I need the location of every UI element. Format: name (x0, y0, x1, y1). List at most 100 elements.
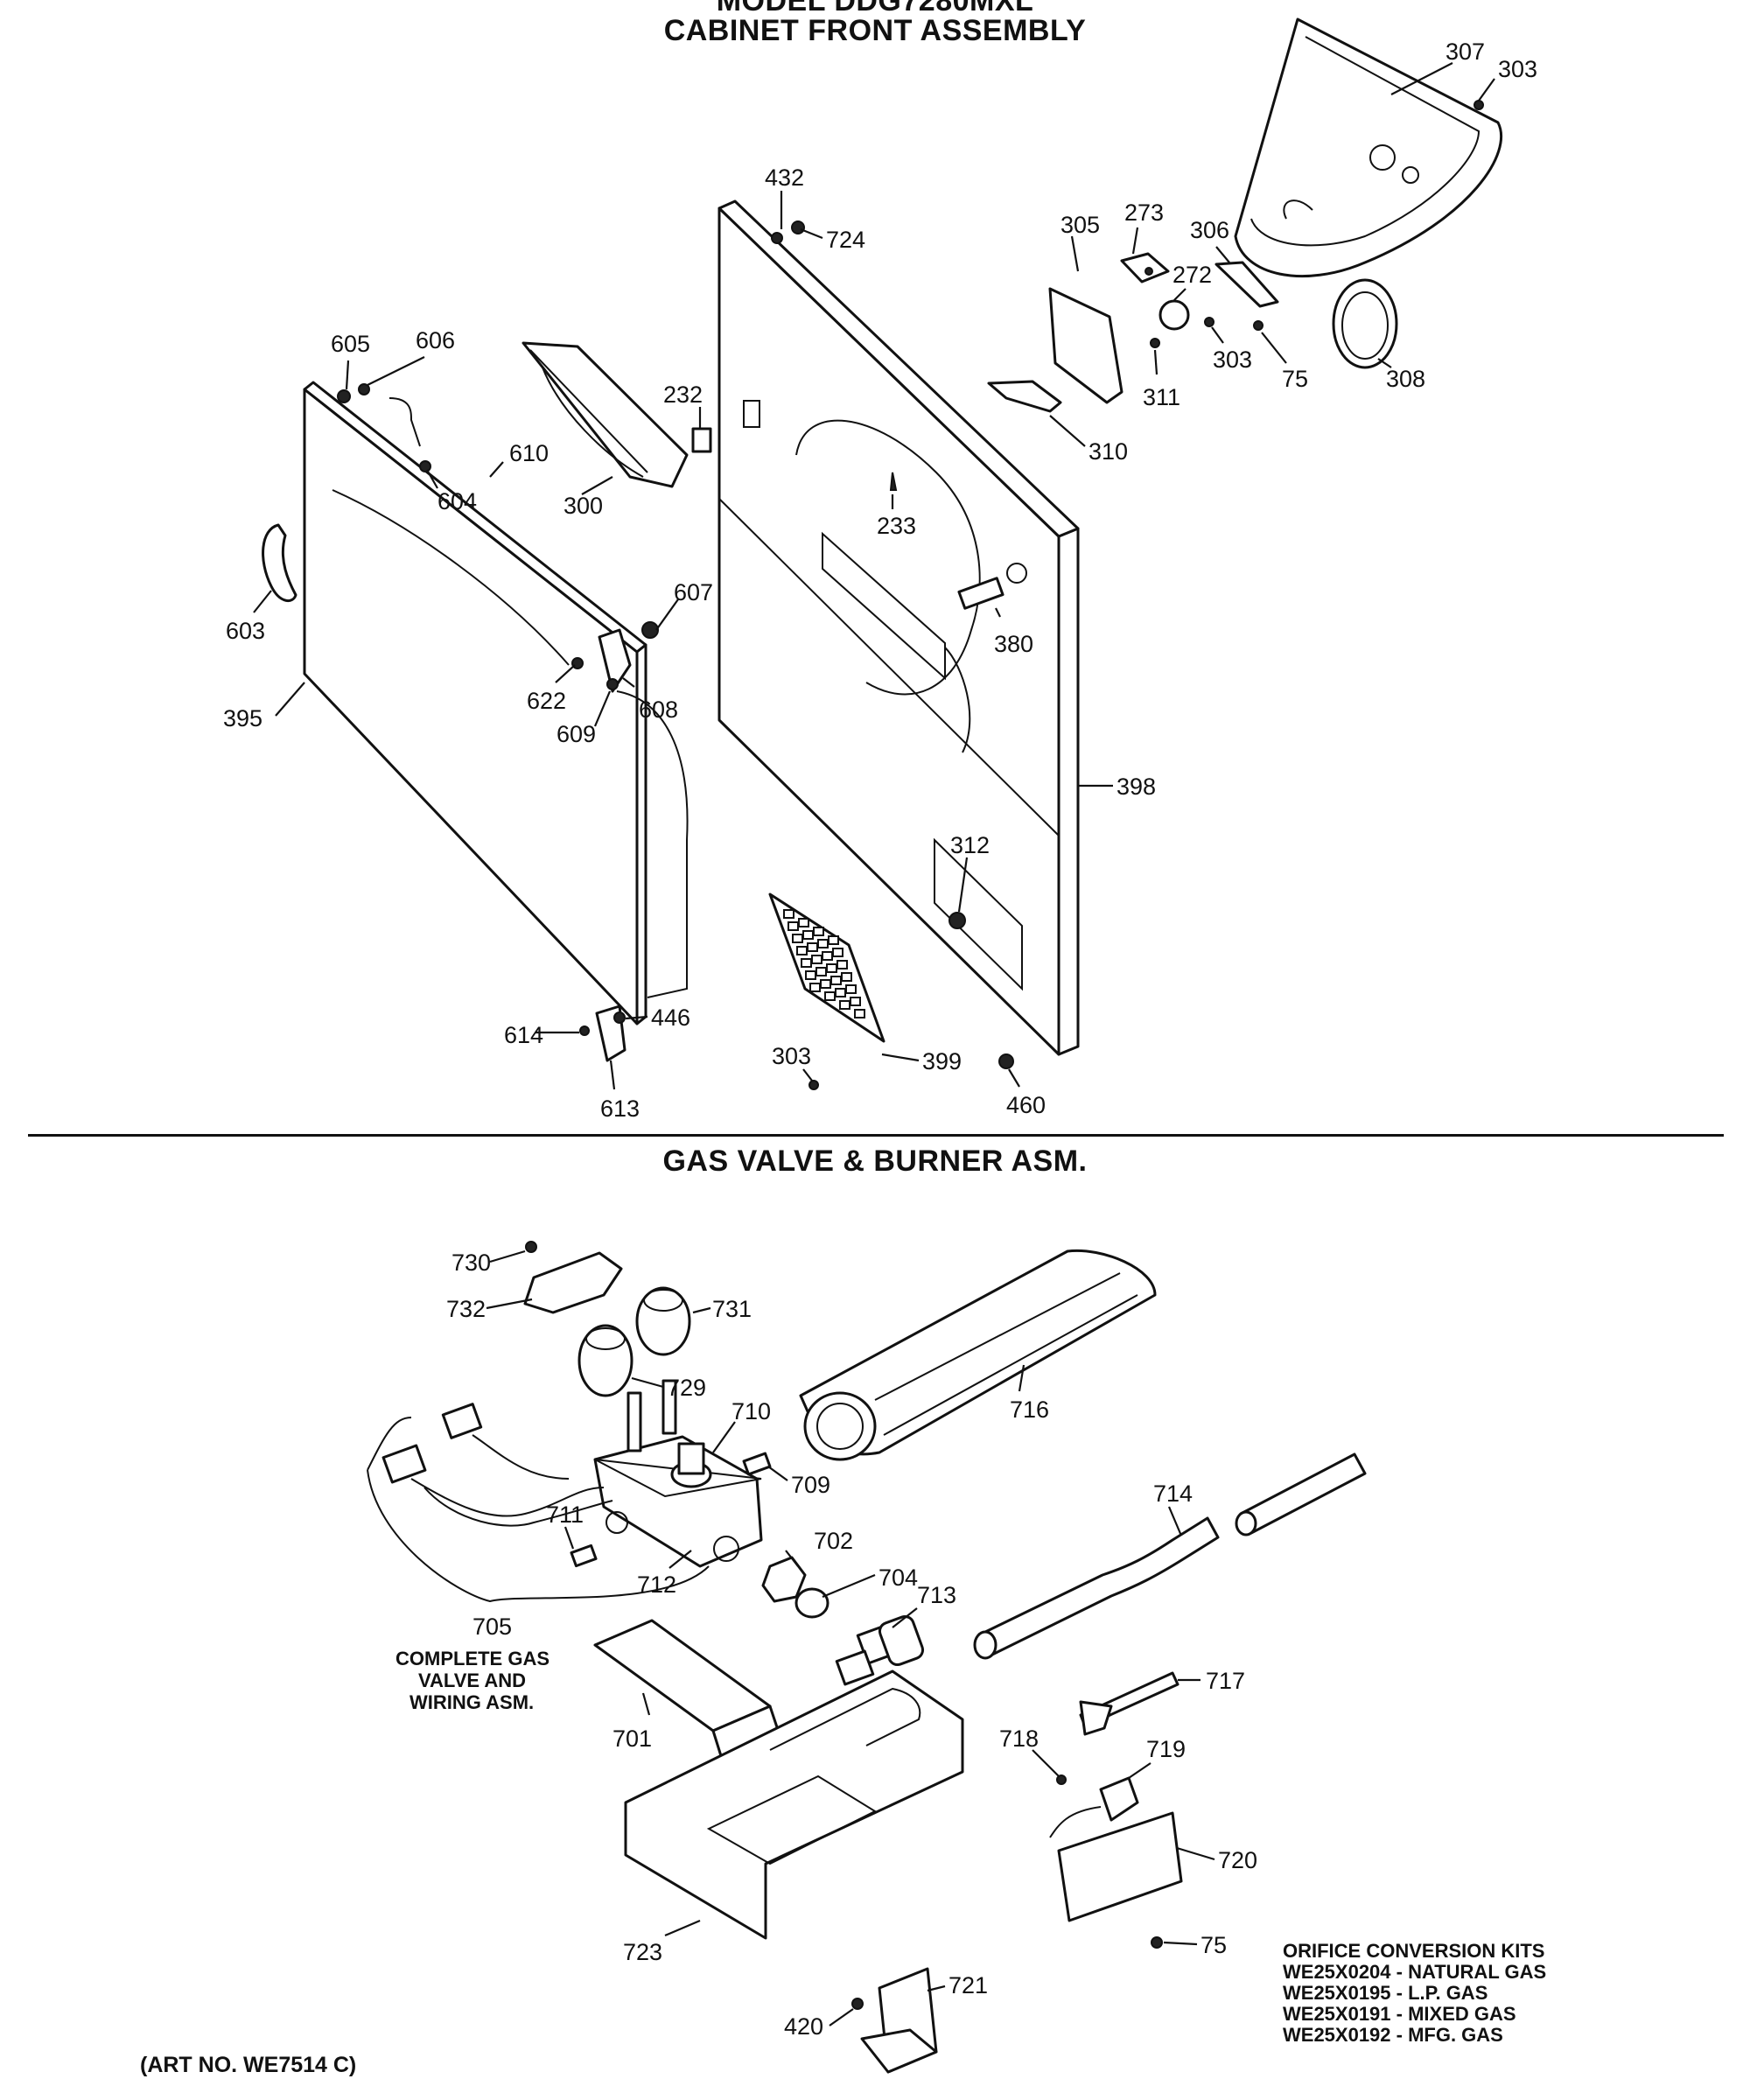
callout-730: 730 (452, 1250, 491, 1276)
callout-303: 303 (772, 1043, 811, 1069)
callout-432: 432 (765, 164, 804, 191)
fitting-709 (742, 1452, 772, 1476)
grill-slot (783, 909, 794, 919)
callout-716: 716 (1010, 1396, 1049, 1423)
callout-604: 604 (438, 488, 477, 514)
gas-valve-title: GAS VALVE & BURNER ASM. (662, 1144, 1088, 1178)
callout-232: 232 (663, 382, 703, 408)
grill-slot (832, 948, 844, 957)
callout-724: 724 (826, 227, 865, 253)
callout-610: 610 (509, 440, 549, 466)
callout-712: 712 (637, 1572, 676, 1598)
grill-slot (822, 951, 833, 961)
gas-valve-body (593, 1379, 763, 1568)
callout-714: 714 (1153, 1480, 1193, 1507)
callout-303: 303 (1498, 56, 1537, 82)
grill-slot (850, 997, 861, 1006)
callout-605: 605 (331, 331, 370, 357)
cover-721-foot (860, 2028, 938, 2074)
grill-slot (835, 988, 846, 998)
callout-300: 300 (564, 493, 603, 519)
rear-bulkhead (1234, 18, 1503, 278)
callout-307: 307 (1446, 38, 1485, 65)
tube-section (1235, 1452, 1367, 1536)
sensor-719 (1049, 1776, 1139, 1838)
model-title: MODEL DDG7280MXL (716, 0, 1034, 18)
callout-603: 603 (226, 618, 265, 644)
grill-slot (807, 942, 818, 952)
note-line-2: VALVE AND (418, 1670, 526, 1691)
callout-711: 711 (546, 1502, 584, 1528)
cabinet-front-title: CABINET FRONT ASSEMBLY (663, 14, 1087, 47)
callout-720: 720 (1218, 1847, 1257, 1873)
callout-233: 233 (877, 513, 916, 539)
callout-305: 305 (1060, 212, 1100, 238)
fitting-711 (570, 1544, 598, 1568)
callout-704: 704 (878, 1564, 918, 1591)
kit-natural-gas: WE25X0204 - NATURAL GAS (1283, 1961, 1547, 1983)
callout-705: 705 (472, 1614, 512, 1640)
kit-mfg-gas: WE25X0192 - MFG. GAS (1283, 2024, 1503, 2046)
cabinet-leaders (253, 62, 1495, 1090)
grill-slot (792, 934, 803, 943)
callout-709: 709 (791, 1472, 830, 1498)
callout-420: 420 (784, 2013, 823, 2040)
lower-fasteners (525, 1241, 1163, 2010)
callout-273: 273 (1124, 200, 1164, 226)
gas-valve-callouts: 730 732 731 729 710 716 711 709 714 702 … (446, 1250, 1257, 2040)
cabinet-callouts: 307 303 432 724 273 305 306 272 303 75 3… (223, 38, 1537, 1122)
callout-731: 731 (712, 1296, 752, 1322)
shutoff-valve-713 (835, 1614, 925, 1686)
callout-723: 723 (623, 1939, 662, 1965)
callout-272: 272 (1172, 262, 1212, 288)
callout-303: 303 (1213, 346, 1252, 373)
door-panel (303, 381, 689, 1026)
callout-398: 398 (1116, 774, 1156, 800)
callout-395: 395 (223, 705, 262, 732)
bracket-701 (593, 1619, 780, 1760)
grill-slot (813, 927, 824, 936)
callout-613: 613 (600, 1096, 640, 1122)
grill-slot (816, 967, 827, 976)
callout-710: 710 (732, 1398, 771, 1424)
callout-702: 702 (814, 1528, 853, 1554)
seal-ring (1332, 278, 1398, 369)
thermostat-272 (1158, 299, 1190, 331)
callout-306: 306 (1190, 217, 1229, 243)
callout-380: 380 (994, 631, 1033, 657)
grill-slot (805, 970, 816, 980)
grill-slot (854, 1009, 865, 1018)
igniter-717 (1079, 1671, 1180, 1736)
callout-719: 719 (1146, 1736, 1186, 1762)
callout-718: 718 (999, 1726, 1039, 1752)
grill-slot (801, 958, 812, 968)
grill-slot (839, 1000, 850, 1010)
callout-713: 713 (917, 1582, 956, 1608)
wiring-harness (367, 1403, 710, 1603)
door-switch-380 (957, 577, 1004, 610)
grill-slot (845, 984, 857, 994)
grill-slot (841, 972, 852, 982)
switch-273 (1120, 252, 1170, 284)
toe-kick-grill (768, 892, 886, 1043)
callout-609: 609 (556, 721, 596, 747)
clip-232 (691, 427, 712, 453)
fasteners (337, 100, 1484, 1090)
callout-308: 308 (1386, 366, 1425, 392)
lint-filter-housing (522, 341, 689, 488)
grill-slot (796, 946, 808, 956)
bracket-306 (1214, 261, 1279, 308)
kit-lp-gas: WE25X0195 - L.P. GAS (1283, 1982, 1488, 2004)
callout-607: 607 (674, 579, 713, 606)
callout-729: 729 (667, 1375, 706, 1401)
callout-460: 460 (1006, 1092, 1046, 1118)
grill-slot (836, 960, 848, 970)
callout-312: 312 (950, 832, 990, 858)
orifice-conversion-kits: ORIFICE CONVERSION KITS WE25X0204 - NATU… (1283, 1941, 1546, 2046)
hinge-608 (598, 628, 632, 693)
callout-399: 399 (922, 1048, 962, 1074)
door-handle (262, 523, 298, 603)
callout-446: 446 (651, 1004, 690, 1031)
callout-701: 701 (612, 1726, 652, 1752)
